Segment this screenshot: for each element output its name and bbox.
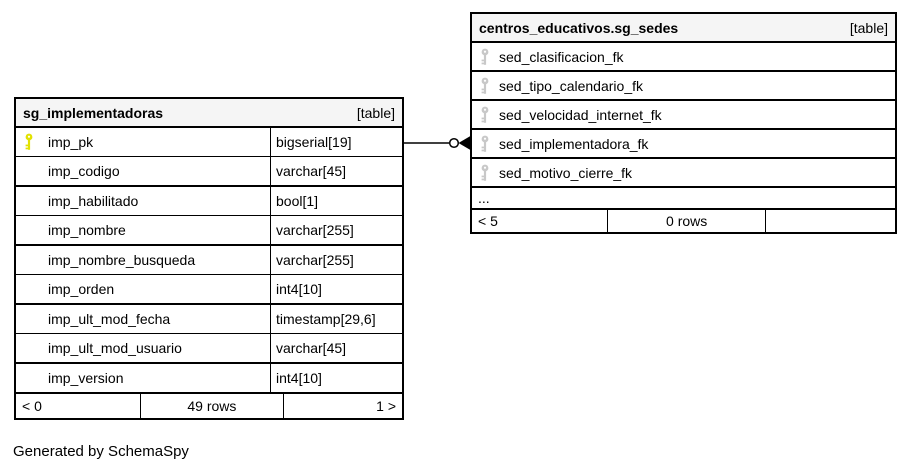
next-page-indicator[interactable]: 1 >: [376, 398, 396, 414]
column-type: int4[10]: [276, 281, 322, 297]
table-badge: [table]: [356, 104, 395, 121]
column-type: varchar[45]: [276, 340, 347, 356]
column-name: imp_nombre: [48, 222, 126, 238]
generated-by-caption: Generated by SchemaSpy: [13, 443, 189, 460]
column-list: imp_pk bigserial[19] imp_codigo varchar[…: [16, 128, 402, 392]
column-name: sed_motivo_cierre_fk: [499, 164, 633, 181]
table-badge: [table]: [849, 19, 888, 36]
foreign-key-icon: [481, 164, 489, 181]
row-count: 0 rows: [607, 210, 766, 232]
column-name: imp_version: [48, 370, 124, 386]
column-type: varchar[255]: [276, 222, 354, 238]
column-name: imp_pk: [48, 134, 94, 150]
next-page-indicator: [766, 210, 895, 232]
table-title[interactable]: centros_educativos.sg_sedes: [479, 19, 679, 36]
column-name: sed_clasificacion_fk: [499, 48, 624, 65]
column-name: imp_ult_mod_usuario: [48, 340, 182, 356]
table-header[interactable]: sg_implementadoras [table]: [16, 99, 402, 128]
prev-page-indicator[interactable]: < 0: [22, 398, 42, 414]
row-sed-implementadora-fk: sed_implementadora_fk: [472, 128, 895, 157]
hidden-columns-ellipsis: ...: [472, 186, 895, 208]
column-name: sed_implementadora_fk: [499, 135, 649, 152]
row-sed-tipo-calendario-fk: sed_tipo_calendario_fk: [472, 70, 895, 99]
row-sed-motivo-cierre-fk: sed_motivo_cierre_fk: [472, 157, 895, 186]
row-imp-pk: imp_pk bigserial[19]: [16, 128, 402, 156]
row-imp-nombre: imp_nombre varchar[255]: [16, 215, 402, 244]
column-type: varchar[255]: [276, 252, 354, 268]
table-header[interactable]: centros_educativos.sg_sedes [table]: [472, 14, 895, 43]
primary-key-icon: [25, 133, 33, 150]
row-sed-velocidad-internet-fk: sed_velocidad_internet_fk: [472, 99, 895, 128]
column-type: timestamp[29,6]: [276, 311, 376, 327]
row-imp-habilitado: imp_habilitado bool[1]: [16, 185, 402, 215]
column-name: imp_orden: [48, 281, 115, 297]
column-name: imp_ult_mod_fecha: [48, 311, 171, 327]
foreign-key-icon: [481, 135, 489, 152]
zero-or-one-circle: [448, 137, 460, 149]
row-count: 49 rows: [139, 394, 285, 418]
column-name: sed_velocidad_internet_fk: [499, 106, 662, 123]
table-title[interactable]: sg_implementadoras: [23, 104, 164, 121]
column-type: varchar[45]: [276, 163, 347, 179]
foreign-key-icon: [481, 77, 489, 94]
foreign-key-icon: [481, 106, 489, 123]
column-name: sed_tipo_calendario_fk: [499, 77, 643, 94]
column-name: imp_codigo: [48, 163, 120, 179]
column-type: bigserial[19]: [276, 134, 352, 150]
table-pagination-footer: < 5 0 rows: [472, 208, 895, 232]
table-node-sg-sedes[interactable]: centros_educativos.sg_sedes [table] sed_…: [470, 12, 897, 234]
table-pagination-footer: < 0 49 rows 1 >: [16, 392, 402, 418]
column-type: int4[10]: [276, 370, 322, 386]
prev-page-indicator[interactable]: < 5: [478, 213, 498, 229]
column-name: imp_nombre_busqueda: [48, 252, 196, 268]
table-node-sg-implementadoras[interactable]: sg_implementadoras [table] imp_pk bigser…: [14, 97, 404, 420]
row-imp-orden: imp_orden int4[10]: [16, 274, 402, 303]
column-list: sed_clasificacion_fk sed_tipo_calendario…: [472, 43, 895, 186]
row-imp-codigo: imp_codigo varchar[45]: [16, 156, 402, 185]
row-imp-ult-mod-fecha: imp_ult_mod_fecha timestamp[29,6]: [16, 303, 402, 333]
row-imp-nombre-busqueda: imp_nombre_busqueda varchar[255]: [16, 244, 402, 274]
fk-relationship-connector: [404, 136, 470, 150]
arrowhead: [458, 136, 470, 150]
row-imp-version: imp_version int4[10]: [16, 362, 402, 392]
column-name: imp_habilitado: [48, 193, 139, 209]
foreign-key-icon: [481, 48, 489, 65]
row-sed-clasificacion-fk: sed_clasificacion_fk: [472, 43, 895, 70]
column-type: bool[1]: [276, 193, 319, 209]
row-imp-ult-mod-usuario: imp_ult_mod_usuario varchar[45]: [16, 333, 402, 362]
